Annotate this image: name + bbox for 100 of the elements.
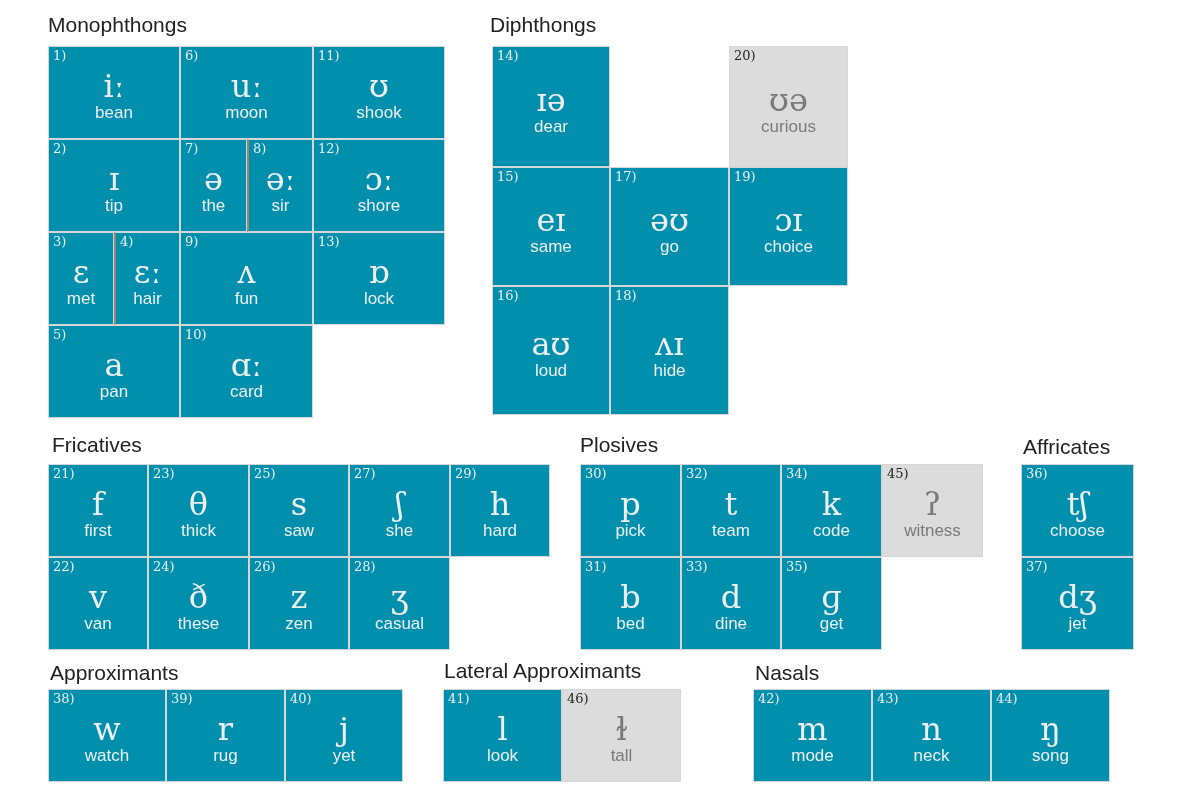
- phoneme-tile: [114, 232, 180, 325]
- ipa-symbol: b: [620, 580, 641, 613]
- ipa-symbol: k: [821, 487, 842, 520]
- phoneme-tile: [166, 689, 285, 782]
- item-number: 46): [567, 692, 589, 705]
- item-number: 17): [615, 170, 637, 183]
- phoneme-tile: [580, 464, 681, 557]
- phoneme-tile: [247, 139, 313, 232]
- group-heading: Affricates: [1023, 434, 1111, 460]
- ipa-symbol: ɒ: [368, 255, 390, 288]
- example-word: dear: [534, 115, 568, 138]
- phoneme-tile: [48, 464, 148, 557]
- example-word: the: [201, 194, 226, 217]
- item-number: 4): [120, 235, 134, 248]
- phoneme-tile: [492, 46, 610, 167]
- phoneme-tile: [180, 46, 313, 139]
- item-number: 27): [354, 467, 376, 480]
- example-word: pan: [99, 380, 129, 403]
- ipa-symbol: h: [489, 487, 511, 520]
- group-heading: Diphthongs: [490, 12, 597, 38]
- phoneme-tile: [492, 286, 610, 415]
- item-number: 42): [758, 692, 780, 705]
- ipa-symbol: ɛː: [133, 255, 162, 288]
- phoneme-tile: [249, 557, 349, 650]
- phoneme-tile: [492, 167, 610, 286]
- phoneme-tile: [882, 464, 983, 557]
- ipa-symbol: θ: [188, 487, 209, 520]
- item-number: 8): [253, 142, 267, 155]
- phoneme-tile: [180, 139, 247, 232]
- item-number: 14): [497, 49, 519, 62]
- example-word: sir: [271, 194, 290, 217]
- example-word: hard: [483, 519, 517, 542]
- item-number: 32): [686, 467, 708, 480]
- ipa-symbol: əʊ: [650, 203, 689, 236]
- item-number: 31): [585, 560, 607, 573]
- item-number: 7): [185, 142, 199, 155]
- example-word: bean: [95, 101, 133, 124]
- ipa-symbol: w: [93, 712, 121, 745]
- ipa-symbol: ɔɪ: [774, 203, 803, 236]
- item-number: 35): [786, 560, 808, 573]
- item-number: 9): [185, 235, 199, 248]
- ipa-symbol: ə: [204, 162, 223, 195]
- item-number: 18): [615, 289, 637, 302]
- ipa-symbol: l: [497, 712, 508, 745]
- example-word: thick: [181, 519, 216, 542]
- phoneme-tile: [443, 689, 562, 782]
- ipa-symbol: ʌ: [237, 255, 256, 288]
- phoneme-tile: [562, 689, 681, 782]
- ipa-symbol: m: [797, 712, 828, 745]
- item-number: 43): [877, 692, 899, 705]
- example-word: code: [813, 519, 850, 542]
- item-number: 15): [497, 170, 519, 183]
- ipa-symbol: dʒ: [1058, 580, 1097, 613]
- ipa-symbol: ɔː: [364, 162, 394, 195]
- phoneme-tile: [249, 464, 349, 557]
- example-word: watch: [84, 744, 130, 767]
- example-word: these: [177, 612, 220, 635]
- example-word: tall: [610, 744, 633, 767]
- example-word: hair: [133, 287, 162, 310]
- example-word: shook: [356, 101, 402, 124]
- example-word: witness: [904, 519, 961, 542]
- phoneme-tile: [1021, 464, 1134, 557]
- ipa-symbol: aʊ: [531, 327, 571, 360]
- phoneme-tile: [48, 689, 166, 782]
- example-word: same: [530, 235, 572, 258]
- phoneme-tile: [729, 167, 848, 286]
- phoneme-tile: [1021, 557, 1134, 650]
- item-number: 34): [786, 467, 808, 480]
- ipa-symbol: ɪə: [536, 83, 566, 116]
- item-number: 22): [53, 560, 75, 573]
- phoneme-tile: [580, 557, 681, 650]
- item-number: 44): [996, 692, 1018, 705]
- example-word: team: [712, 519, 750, 542]
- ipa-symbol: iː: [103, 69, 125, 102]
- ipa-symbol: s: [290, 487, 308, 520]
- example-word: look: [486, 744, 519, 767]
- ipa-symbol: ɪ: [108, 162, 120, 195]
- ipa-symbol: eɪ: [536, 203, 566, 236]
- item-number: 25): [254, 467, 276, 480]
- phoneme-tile: [148, 464, 249, 557]
- ipa-symbol: ɛ: [72, 255, 90, 288]
- phoneme-tile: [610, 286, 729, 415]
- item-number: 39): [171, 692, 193, 705]
- group-heading: Nasals: [755, 660, 820, 686]
- ipa-symbol: p: [620, 487, 641, 520]
- item-number: 28): [354, 560, 376, 573]
- item-number: 23): [153, 467, 175, 480]
- example-word: mode: [791, 744, 834, 767]
- example-word: curious: [761, 115, 816, 138]
- example-word: dine: [714, 612, 748, 635]
- group-heading: Approximants: [50, 660, 179, 686]
- ipa-symbol: ŋ: [1040, 712, 1061, 745]
- example-word: neck: [913, 744, 950, 767]
- example-word: rug: [213, 744, 238, 767]
- group-heading: Monophthongs: [48, 12, 187, 38]
- phoneme-tile: [681, 557, 781, 650]
- group-heading: Lateral Approximants: [444, 658, 642, 684]
- ipa-symbol: ʊə: [769, 83, 808, 116]
- phoneme-tile: [313, 139, 445, 232]
- ipa-symbol: a: [104, 348, 124, 381]
